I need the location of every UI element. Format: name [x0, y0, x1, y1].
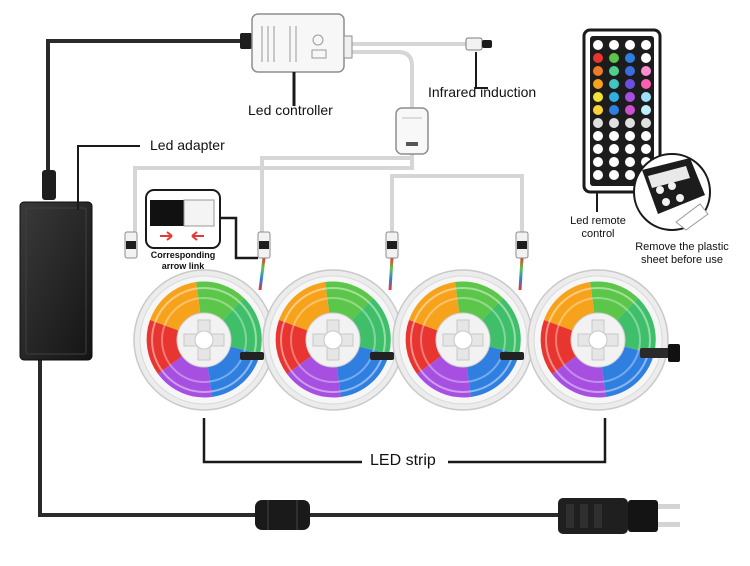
- remote-button: [625, 79, 635, 89]
- power-adapter: [19, 170, 93, 361]
- remote-button: [641, 144, 651, 154]
- remote-button: [641, 53, 651, 63]
- remote-button: [593, 53, 603, 63]
- remote-button: [593, 157, 603, 167]
- label-led-remote-control: Led remote control: [556, 215, 640, 241]
- label-led-controller: Led controller: [248, 102, 333, 118]
- remote-button: [609, 170, 619, 180]
- remote-button: [625, 66, 635, 76]
- label-corresponding-arrow-link-line2: arrow link: [161, 261, 205, 271]
- remote-button: [625, 157, 635, 167]
- label-infrared-induction: Infrared induction: [428, 84, 537, 100]
- remote-button: [593, 40, 603, 50]
- remote-button: [625, 53, 635, 63]
- label-led-remote-control-line1: Led remote: [570, 215, 626, 227]
- connector-3: [385, 231, 399, 259]
- label-remove-plastic-sheet: Remove the plastic sheet before use: [620, 241, 744, 267]
- infrared-sensor: [465, 37, 492, 51]
- wall-plug: [558, 498, 680, 534]
- remote-button: [609, 79, 619, 89]
- label-corresponding-arrow-link: Corresponding arrow link: [142, 250, 224, 272]
- plastic-sheet-magnifier: [633, 153, 711, 231]
- remote-button: [593, 105, 603, 115]
- data-cables: [133, 42, 524, 232]
- cable-splitter: [395, 107, 429, 155]
- remote-button: [641, 40, 651, 50]
- remote-button: [593, 92, 603, 102]
- ferrite-choke: [255, 500, 310, 530]
- label-led-strip: LED strip: [362, 452, 444, 470]
- label-led-remote-control-line2: control: [581, 228, 615, 240]
- remote-button: [609, 144, 619, 154]
- remote-button: [593, 170, 603, 180]
- connector-4: [515, 231, 529, 259]
- remote-button: [625, 131, 635, 141]
- ir-remote-control: [582, 28, 662, 194]
- led-controller-box: [240, 13, 353, 73]
- led-strip-reel-4: [527, 269, 669, 411]
- remote-button: [609, 40, 619, 50]
- remote-button: [625, 170, 635, 180]
- strip-end-plugs: [240, 344, 680, 362]
- power-cables: [38, 39, 560, 517]
- connector-1: [124, 231, 138, 259]
- remote-button: [593, 131, 603, 141]
- label-corresponding-arrow-link-line1: Corresponding: [150, 250, 216, 260]
- remote-button: [641, 79, 651, 89]
- remote-button: [641, 131, 651, 141]
- remote-button: [609, 131, 619, 141]
- label-led-adapter: Led adapter: [150, 137, 225, 153]
- leader-lines: [77, 52, 607, 464]
- remote-button: [641, 92, 651, 102]
- remote-button: [641, 66, 651, 76]
- rgb-leads: [129, 257, 524, 318]
- connector-2: [257, 231, 271, 259]
- led-strip-reel-3: [392, 269, 534, 411]
- remote-button: [641, 118, 651, 128]
- remote-buttons: [593, 40, 651, 180]
- remote-button: [593, 144, 603, 154]
- remote-button: [625, 118, 635, 128]
- remote-button: [593, 79, 603, 89]
- remote-button: [641, 105, 651, 115]
- remote-button: [625, 92, 635, 102]
- led-strip-reel-1: [133, 269, 275, 411]
- remote-button: [593, 66, 603, 76]
- label-remove-plastic-line1: Remove the plastic: [635, 241, 729, 253]
- remote-button: [625, 40, 635, 50]
- remote-button: [609, 118, 619, 128]
- remote-button: [609, 157, 619, 167]
- remote-button: [609, 53, 619, 63]
- remote-button: [625, 144, 635, 154]
- label-remove-plastic-line2: sheet before use: [641, 254, 723, 266]
- connector-inset: [145, 189, 221, 249]
- remote-button: [609, 105, 619, 115]
- remote-button: [609, 92, 619, 102]
- remote-button: [609, 66, 619, 76]
- led-strip-reel-2: [262, 269, 404, 411]
- remote-button: [625, 105, 635, 115]
- remote-button: [593, 118, 603, 128]
